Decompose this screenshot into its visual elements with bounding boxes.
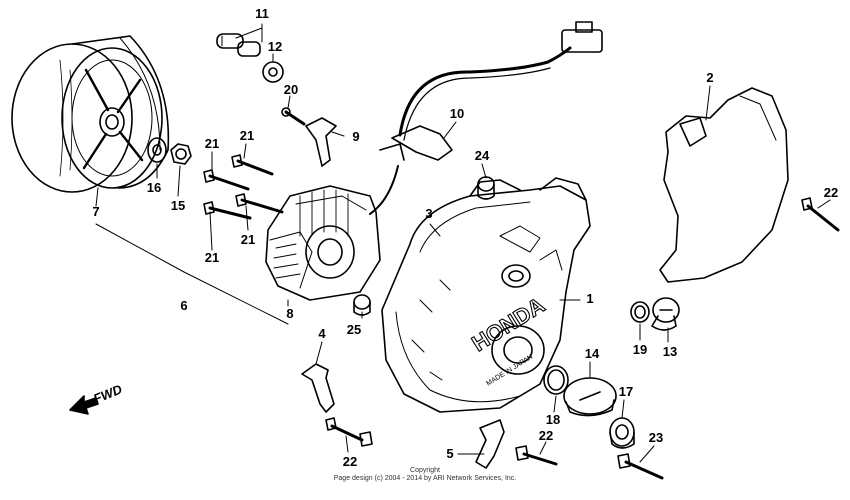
screw-20 bbox=[281, 107, 306, 126]
callout-23: 23 bbox=[648, 430, 664, 445]
callout-21-a: 21 bbox=[204, 136, 220, 151]
stator-8 bbox=[265, 185, 381, 301]
flywheel bbox=[11, 35, 170, 193]
callout-1: 1 bbox=[586, 291, 594, 306]
bolt-22-b bbox=[325, 417, 373, 447]
bolt-21-a bbox=[203, 169, 250, 191]
fwd-arrow-icon bbox=[69, 395, 99, 415]
clamp-5 bbox=[475, 419, 505, 469]
seal-17 bbox=[609, 417, 635, 449]
callout-17: 17 bbox=[618, 384, 634, 399]
cap-13 bbox=[651, 297, 680, 331]
callout-25: 25 bbox=[346, 322, 362, 337]
callout-5: 5 bbox=[446, 446, 454, 461]
callout-24: 24 bbox=[474, 148, 490, 163]
callout-22-bottom-left: 22 bbox=[342, 454, 358, 469]
bolt-21-c bbox=[203, 201, 252, 220]
callout-4: 4 bbox=[318, 326, 326, 341]
bolt-21-d bbox=[235, 193, 284, 214]
callout-21-b: 21 bbox=[239, 128, 255, 143]
callout-20: 20 bbox=[283, 82, 299, 97]
callout-22-bottom-mid: 22 bbox=[538, 428, 554, 443]
callout-16: 16 bbox=[146, 180, 162, 195]
callout-21-d: 21 bbox=[240, 232, 256, 247]
copyright-line-2: Page design (c) 2004 - 2014 by ARI Netwo… bbox=[333, 475, 517, 482]
callout-9: 9 bbox=[352, 129, 360, 144]
bolt-21-b bbox=[231, 154, 274, 176]
callout-14: 14 bbox=[584, 346, 600, 361]
callout-18: 18 bbox=[545, 412, 561, 427]
wire-harness bbox=[369, 21, 603, 215]
nut-15 bbox=[170, 143, 192, 165]
callout-21-c: 21 bbox=[204, 250, 220, 265]
oring-18 bbox=[543, 365, 569, 395]
callout-11: 11 bbox=[255, 6, 269, 21]
callout-15: 15 bbox=[170, 198, 186, 213]
side-cover-2 bbox=[659, 87, 789, 283]
callout-13: 13 bbox=[662, 344, 678, 359]
washer-16 bbox=[147, 137, 167, 163]
copyright-line-1: Copyright bbox=[410, 467, 440, 474]
callout-7: 7 bbox=[92, 204, 100, 219]
callout-6: 6 bbox=[180, 298, 188, 313]
bolt-22-c bbox=[515, 445, 558, 466]
callout-12: 12 bbox=[267, 39, 283, 54]
callout-10: 10 bbox=[449, 106, 465, 121]
callout-8: 8 bbox=[286, 306, 294, 321]
clamp-9 bbox=[305, 117, 337, 167]
sensor-11 bbox=[216, 33, 261, 57]
bolt-23 bbox=[617, 453, 664, 480]
oring-19 bbox=[630, 301, 650, 323]
cover-made-in-text: MADE IN JAPAN bbox=[485, 354, 534, 388]
callout-22-right: 22 bbox=[823, 185, 839, 200]
callout-3: 3 bbox=[425, 206, 433, 221]
bracket-4 bbox=[301, 363, 335, 413]
cover-brand-text: HONDA bbox=[467, 292, 549, 356]
leader-lines bbox=[95, 23, 831, 463]
cap-14 bbox=[563, 377, 617, 417]
callout-2: 2 bbox=[706, 70, 714, 85]
bolt-22-a bbox=[801, 197, 840, 232]
grommet-12 bbox=[262, 61, 284, 83]
callout-19: 19 bbox=[632, 342, 648, 357]
crankcase-cover bbox=[381, 177, 591, 413]
